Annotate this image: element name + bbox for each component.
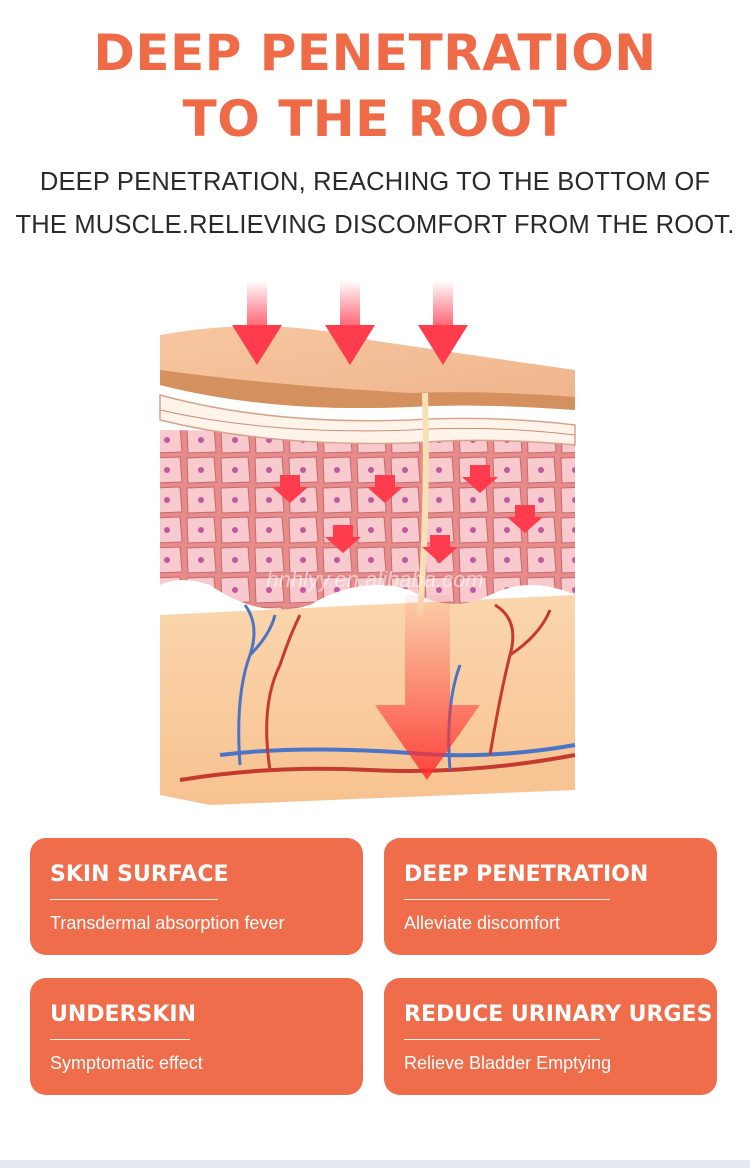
card-description: Alleviate discomfort: [404, 913, 561, 933]
bottom-divider: [0, 1160, 750, 1168]
watermark: hnhlyy.en.alibaba.com: [266, 567, 483, 592]
page-title-line-2: TO THE ROOT: [182, 90, 568, 148]
card-reduce-urinary-urges: REDUCE URINARY URGES Relieve Bladder Emp…: [384, 978, 717, 1095]
divider: [404, 1039, 600, 1040]
page-title-line-1: DEEP PENETRATION: [93, 24, 657, 82]
card-title: REDUCE URINARY URGES: [404, 1002, 713, 1027]
card-deep-penetration: DEEP PENETRATION Alleviate discomfort: [384, 838, 717, 955]
card-skin-surface: SKIN SURFACE Transdermal absorption feve…: [30, 838, 363, 955]
card-underskin: UNDERSKIN Symptomatic effect: [30, 978, 363, 1095]
divider: [50, 899, 218, 900]
card-title: DEEP PENETRATION: [404, 862, 649, 887]
deep-penetration-beam: [375, 595, 480, 780]
divider: [50, 1039, 190, 1040]
card-description: Transdermal absorption fever: [50, 913, 285, 933]
skin-cross-section-illustration: hnhlyy.en.alibaba.com: [150, 275, 590, 815]
inner-arrows: [272, 465, 543, 563]
subtitle-line-1: DEEP PENETRATION, REACHING TO THE BOTTOM…: [39, 168, 711, 196]
card-description: Symptomatic effect: [50, 1053, 203, 1073]
divider: [404, 899, 610, 900]
surface-arrows: [232, 280, 468, 365]
card-title: UNDERSKIN: [50, 1002, 196, 1027]
subtitle-line-2: THE MUSCLE.RELIEVING DISCOMFORT FROM THE…: [15, 211, 735, 239]
card-title: SKIN SURFACE: [50, 862, 229, 887]
card-description: Relieve Bladder Emptying: [404, 1053, 612, 1073]
